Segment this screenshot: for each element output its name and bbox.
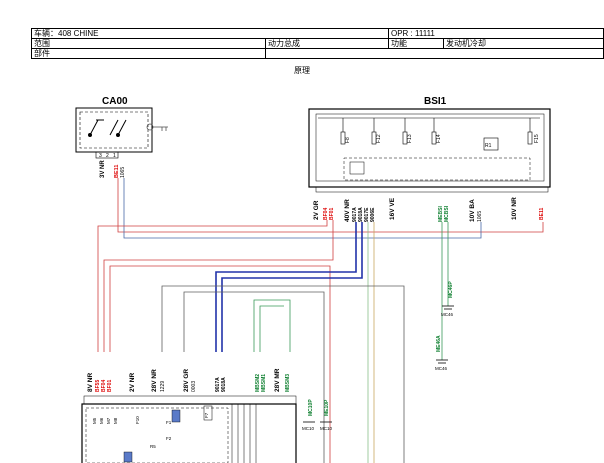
header-table: 车辆：408 CHINE OPR : 11111 范围 动力总成 功能 发动机冷…	[31, 28, 604, 59]
bsi1-title: BSI1	[424, 96, 447, 107]
wire-be11	[117, 178, 544, 233]
inner-f7: F7	[204, 412, 209, 418]
bsi-c5-label: 10V BA	[469, 199, 476, 222]
bottom-relay-blue-2	[123, 451, 133, 463]
bsi1-fuses	[318, 117, 540, 151]
bsi1-module	[343, 157, 531, 181]
bsi-c6-label: 10V NR	[511, 197, 518, 220]
wire-9018a	[221, 222, 363, 352]
wire-mbsm1	[259, 305, 284, 352]
bsi-wire-mebsi: MEBSI	[438, 206, 444, 222]
bsi-wire-9018a: 9018A	[358, 207, 364, 222]
bottom-wire-mbsm1: MBSM1	[261, 374, 267, 392]
bottom-wire-9018a: 9018A	[221, 377, 227, 392]
inner-m8: M8	[113, 417, 118, 424]
bottom-wire-bf04: BF04	[101, 380, 107, 392]
bottom-c4-label: 28V GR	[183, 369, 190, 392]
bottom-c1-label: 8V NR	[87, 373, 94, 392]
relay-r1: R1	[485, 143, 492, 149]
ca00-box	[75, 107, 153, 153]
bsi-c1-label: 2V GR	[313, 200, 320, 220]
inner-f2: F2	[166, 436, 172, 441]
bottom-wire-0003: 0003	[191, 381, 197, 392]
bsi-wire-9017e: 9017E	[364, 207, 370, 222]
fuse-f12: F12	[376, 134, 382, 143]
bsi1-box	[308, 108, 551, 188]
bottom-c3-label: 28V NR	[151, 369, 158, 392]
bottom-wire-bf55: BF55	[95, 380, 101, 392]
ground-me46a	[436, 359, 448, 364]
bsi1-chip	[349, 161, 365, 175]
ca00-pin-3: 3	[99, 153, 102, 159]
ca00-wire-be11: BE11	[114, 165, 120, 178]
wire-bundle	[97, 178, 544, 463]
bsi-wire-bf04: BF04	[323, 208, 329, 220]
bsi-wire-9006e: 9006E	[370, 207, 376, 222]
bottom-connector-strip	[83, 395, 297, 405]
ca00-connector	[95, 151, 119, 159]
ca00-wire-1065: 1065	[120, 167, 126, 178]
part-value	[265, 48, 604, 59]
bottom-wire-mbsm2: MBSM2	[255, 374, 261, 392]
bsi-wire-mcbsi: MCBSI	[444, 205, 450, 222]
inner-f7-box	[203, 405, 213, 421]
bottom-relay-blue	[171, 409, 181, 423]
bsi-wire-bf01: BF01	[329, 208, 335, 220]
bsi-c2-label: 40V NR	[344, 199, 351, 222]
bsi-wire-9017a: 9017A	[352, 207, 358, 222]
inner-r5: R5	[150, 444, 156, 449]
diagram-caption: 原理	[294, 66, 310, 75]
bsi-wire-1065: 1065	[477, 211, 483, 222]
bottom-wire-mbsm3: MBSM3	[285, 374, 291, 392]
ignition-switch-symbol	[88, 119, 127, 137]
wire-1229	[161, 285, 405, 463]
ca00-inner	[79, 111, 149, 149]
bottom-wire-bf01: BF01	[107, 380, 113, 392]
fuse-f13: F13	[407, 134, 413, 143]
bsi1-inner-box	[315, 113, 545, 182]
wire-me10p-label: ME10P	[324, 399, 330, 416]
key-icon	[146, 123, 168, 131]
bottom-c2-label: 2V NR	[129, 373, 136, 392]
ground-me46a-label: MC46	[435, 366, 448, 371]
inner-m6: M6	[99, 417, 104, 424]
inner-m5: M5	[92, 417, 97, 424]
wire-me46a-label: ME46A	[436, 335, 442, 352]
ground-mc10b-label: MC10	[320, 426, 333, 431]
ca00-pin-2: 2	[106, 153, 109, 159]
fuse-f8: F8	[345, 137, 351, 143]
wire-0003	[183, 291, 325, 463]
wire-mbsm	[253, 299, 291, 352]
bottom-wire-9017a: 9017A	[215, 377, 221, 392]
ca00-pin-1: 1	[113, 153, 116, 159]
wire-bf04	[97, 220, 328, 352]
wire-mc10p-label: MC10P	[308, 399, 314, 416]
ground-mc46	[442, 305, 454, 310]
inner-f10: F10	[135, 416, 140, 424]
wire-bf55	[109, 265, 331, 463]
wire-9017a	[215, 222, 357, 352]
ca00-connector-label: 3V NR	[100, 160, 106, 178]
wire-1065	[123, 178, 482, 239]
bottom-module-box	[81, 403, 297, 463]
bottom-wire-1229: 1229	[160, 381, 166, 392]
bsi-wire-be11: BE11	[539, 208, 545, 220]
bottom-module-inner	[85, 407, 229, 463]
ground-mc10-label: MC10	[302, 426, 315, 431]
bsi1-connector-strip	[315, 186, 549, 193]
bottom-c6-label: 28V MR	[274, 368, 281, 392]
ground-mc46-label: MC46	[441, 312, 454, 317]
bsi-c3-label: 16V VE	[389, 197, 396, 220]
inner-m7: M7	[106, 417, 111, 424]
fuse-f14: F14	[436, 134, 442, 143]
wire-mc46p-label: MC46P	[448, 281, 454, 298]
fuse-f15: F15	[534, 134, 540, 143]
ca00-title: CA00	[102, 96, 128, 107]
wire-bf01	[103, 220, 334, 352]
bottom-module-traces	[231, 404, 257, 463]
inner-f1: F1	[166, 420, 172, 425]
